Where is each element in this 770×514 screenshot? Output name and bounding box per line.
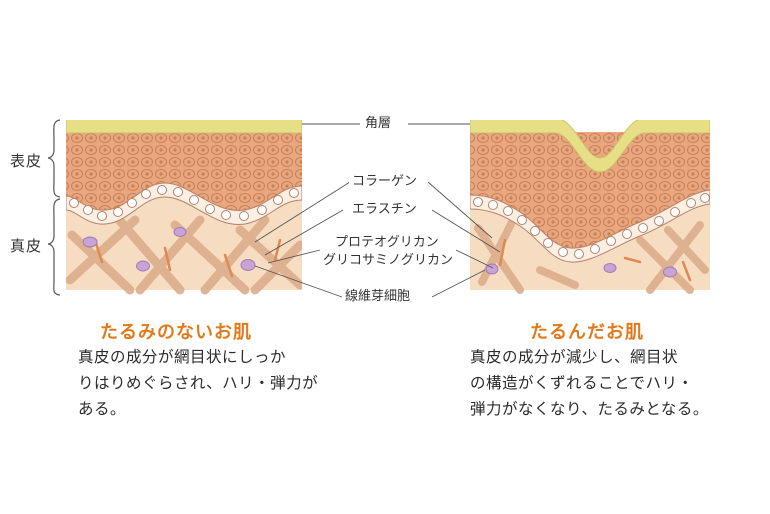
right-desc-line-2: の構造がくずれることでハリ・ [470,374,694,392]
right-desc-line-1: 真皮の成分が減少し、網目状 [470,348,679,366]
proteoglycan-line-left [267,249,321,264]
left-epidermis [66,132,302,211]
left-skin-section [66,120,302,295]
proteoglycan-line-right [455,249,494,269]
left-fiber-network [66,210,302,295]
left-panel-title: たるみのないお肌 [100,322,252,343]
right-stratum-corneum [470,120,710,173]
left-panel-description: 真皮の成分が網目状にしっか りはりめぐらされ、ハリ・弾力が ある。 [78,344,318,422]
right-epidermis [470,132,710,249]
left-basal-cells [69,185,299,221]
right-fibroblasts [485,263,677,278]
dermis-bracket [47,198,61,296]
dermis-label: 真皮 [10,237,43,255]
fibroblast-line-right [431,269,486,298]
elastin-line-left [264,209,344,256]
fibroblast-callout: 線維芽細胞 [342,289,414,305]
collagen-line-right [427,181,493,239]
proteoglycan-callout: プロテオグリカン [332,235,442,251]
collagen-line-left [254,181,351,243]
left-desc-line-1: 真皮の成分が網目状にしっか [78,348,287,366]
right-elastin-fibers [498,238,692,282]
left-stratum-corneum [66,120,302,134]
left-fibroblasts [82,227,256,272]
callout-lines [254,123,501,298]
fibroblast-line-left [254,265,343,298]
elastin-callout: エラスチン [349,202,420,218]
elastin-line-right [431,209,501,253]
glycosaminoglycan-callout: グリコサミノグリカン [320,253,457,269]
layer-brackets [47,119,61,296]
right-basal-cells [473,193,710,259]
left-desc-line-2: りはりめぐらされ、ハリ・弾力が [78,374,319,392]
right-panel-title: たるんだお肌 [530,322,644,343]
right-panel-description: 真皮の成分が減少し、網目状 の構造がくずれることでハリ・ 弾力がなくなり、たるみ… [470,344,709,422]
epidermis-label: 表皮 [10,152,43,170]
collagen-callout: コラーゲン [349,174,421,190]
right-skin-section [470,120,710,294]
left-desc-line-3: ある。 [78,400,127,418]
right-basal-layer [470,189,710,263]
right-desc-line-3: 弾力がなくなり、たるみとなる。 [470,400,709,418]
epidermis-bracket [47,119,61,198]
stratum-corneum-callout: 角層 [362,116,395,132]
